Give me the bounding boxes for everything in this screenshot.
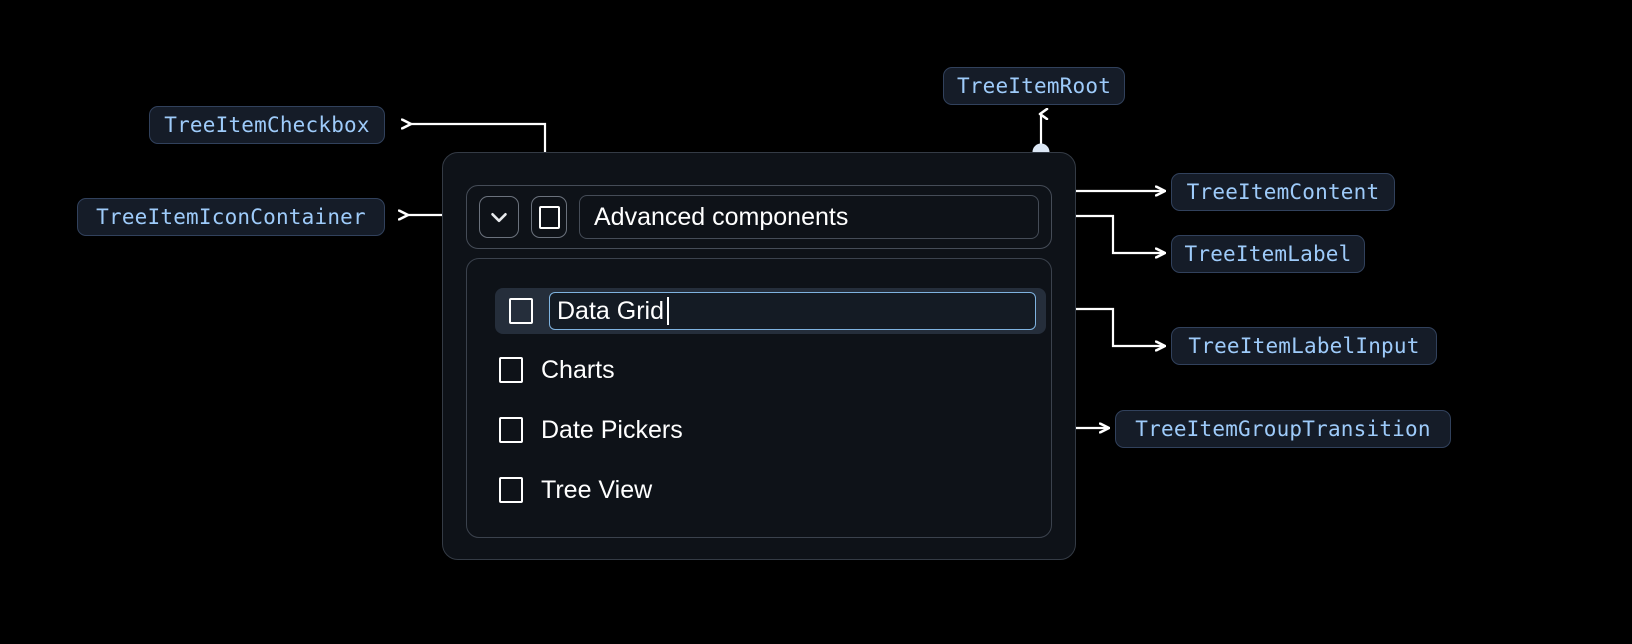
badge-label: TreeItemRoot (956, 74, 1112, 98)
tree-item-icon-container[interactable] (479, 196, 519, 238)
badge-label: TreeItemContent (1186, 180, 1380, 204)
badge-label: TreeItemIconContainer (96, 205, 366, 229)
badge-label: TreeItemLabelInput (1188, 334, 1420, 358)
text-caret (666, 297, 669, 325)
tree-item-row-data-grid-selected[interactable]: Data Grid (495, 288, 1046, 334)
badge-tree-item-root: TreeItemRoot (943, 67, 1125, 105)
chevron-down-icon (491, 212, 507, 223)
badge-tree-item-checkbox: TreeItemCheckbox (149, 106, 385, 144)
tree-item-label-text: Charts (541, 355, 615, 384)
badge-label: TreeItemGroupTransition (1135, 417, 1431, 441)
tree-item-row-date-pickers[interactable]: Date Pickers (497, 407, 1043, 453)
badge-tree-item-label-input: TreeItemLabelInput (1171, 327, 1437, 365)
tree-item-content[interactable]: Advanced components (466, 185, 1052, 249)
checkbox-box-icon[interactable] (499, 417, 523, 443)
badge-tree-item-icon-container: TreeItemIconContainer (77, 198, 385, 236)
tree-item-label-text: Date Pickers (541, 415, 683, 444)
badge-tree-item-group-transition: TreeItemGroupTransition (1115, 410, 1451, 448)
tree-item-label-text: Tree View (541, 475, 653, 504)
tree-item-row-charts[interactable]: Charts (497, 347, 1043, 393)
tree-item-root[interactable] (442, 152, 1076, 560)
badge-label: TreeItemCheckbox (164, 113, 370, 137)
tree-item-group-transition: Charts Date Pickers Tree View (466, 258, 1052, 538)
badge-label: TreeItemLabel (1184, 242, 1352, 266)
tree-item-label-input-value: Data Grid (557, 296, 664, 325)
checkbox-box-icon[interactable] (499, 477, 523, 503)
tree-item-label-text: Advanced components (594, 202, 849, 231)
tree-item-checkbox[interactable] (531, 196, 567, 238)
badge-tree-item-content: TreeItemContent (1171, 173, 1395, 211)
checkbox-box-icon[interactable] (509, 298, 533, 324)
badge-tree-item-label: TreeItemLabel (1171, 235, 1365, 273)
tree-item-label[interactable]: Advanced components (579, 195, 1039, 239)
checkbox-box-icon (538, 205, 560, 229)
checkbox-box-icon[interactable] (499, 357, 523, 383)
tree-item-label-input[interactable]: Data Grid (549, 292, 1036, 330)
tree-item-row-tree-view[interactable]: Tree View (497, 467, 1043, 513)
